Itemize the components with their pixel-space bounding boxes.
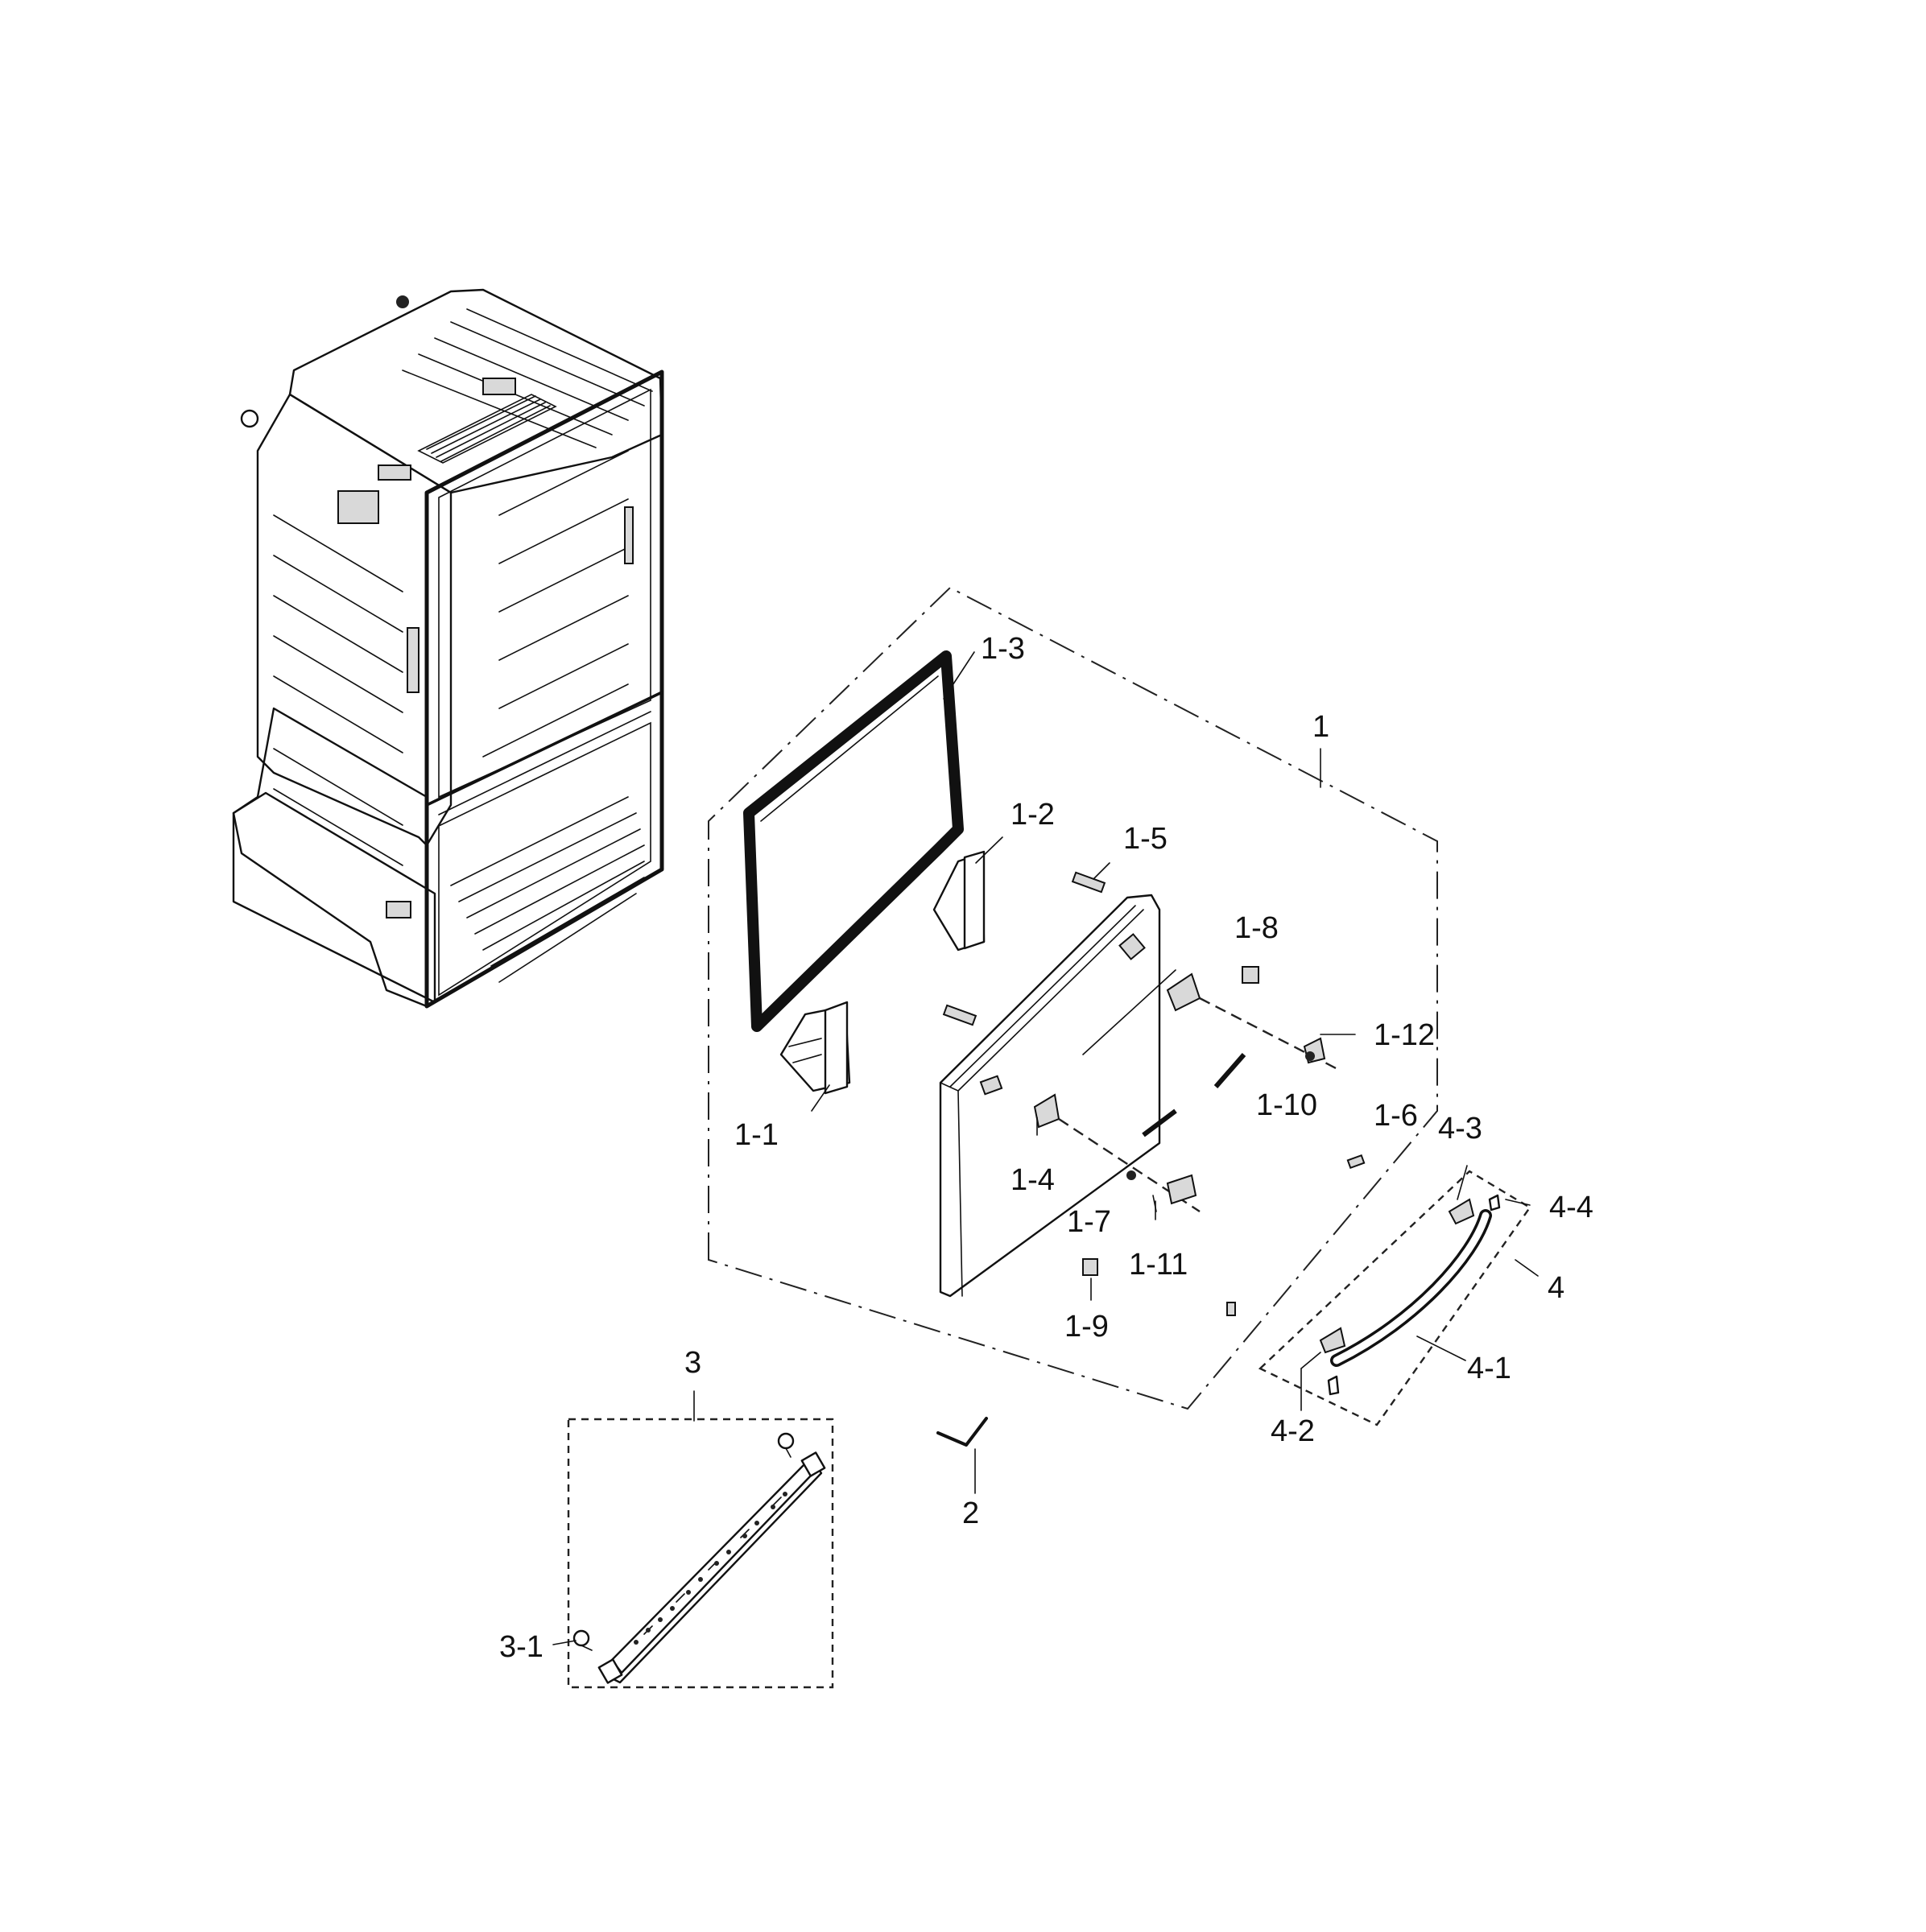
label-1: 1 — [1312, 710, 1329, 744]
spring-1-10 — [1213, 1053, 1246, 1088]
screw-1-5 — [1071, 871, 1106, 894]
label-3-1: 3-1 — [499, 1630, 543, 1664]
label-1-4: 1-4 — [1011, 1163, 1055, 1197]
label-1-12: 1-12 — [1374, 1018, 1435, 1052]
clip-2 — [936, 1417, 988, 1447]
label-1-6: 1-6 — [1374, 1099, 1418, 1133]
screw-upper-left — [942, 1004, 977, 1026]
cap-4-4 — [1488, 1194, 1501, 1212]
label-4-1: 4-1 — [1467, 1352, 1511, 1385]
cap-4-3 — [1448, 1198, 1475, 1225]
hinge-bracket-1-2 — [932, 850, 986, 952]
label-1-1: 1-1 — [734, 1118, 779, 1152]
callout-labels: 1 1-3 1-2 1-5 1-8 1-12 1-10 1-6 1-1 1-4 … — [499, 632, 1593, 1664]
label-1-5: 1-5 — [1123, 822, 1168, 856]
hinge-1-11 — [1152, 1174, 1197, 1212]
assembly-3-boundary — [567, 1418, 834, 1689]
label-1-8: 1-8 — [1234, 911, 1279, 945]
screw-1-6 — [1226, 1154, 1366, 1316]
refrigerator-cabinet — [232, 288, 664, 1009]
rod-1-7 — [1142, 1108, 1177, 1137]
door-panel — [939, 894, 1176, 1298]
hinge-plate-upper — [1166, 972, 1201, 1012]
label-4-4: 4-4 — [1549, 1191, 1593, 1224]
label-1-7: 1-7 — [1067, 1205, 1111, 1239]
washer-1-7 — [1126, 1170, 1136, 1180]
label-4-3: 4-3 — [1438, 1112, 1482, 1146]
label-3: 3 — [684, 1346, 701, 1380]
label-4-2: 4-2 — [1271, 1414, 1315, 1448]
hinge-bracket-1-1 — [779, 1001, 851, 1095]
cam-1-9 — [1082, 1258, 1098, 1276]
label-2: 2 — [962, 1496, 979, 1530]
label-1-3: 1-3 — [981, 632, 1025, 666]
cap-4-2 — [1319, 1327, 1346, 1396]
label-1-10: 1-10 — [1256, 1088, 1317, 1122]
screw-3-1 — [572, 1432, 795, 1651]
handle-4-1 — [1330, 1209, 1492, 1367]
label-1-2: 1-2 — [1011, 798, 1055, 832]
label-1-9: 1-9 — [1064, 1310, 1109, 1344]
label-1-11: 1-11 — [1129, 1248, 1188, 1282]
gasket-1-3 — [743, 650, 964, 1032]
cam-1-8 — [1242, 966, 1259, 984]
bracket-3 — [597, 1451, 826, 1684]
leader-lines — [552, 651, 1539, 1645]
label-4: 4 — [1548, 1271, 1564, 1305]
assembly-1-boundary — [708, 586, 1438, 1410]
stopper-1-12 — [1303, 1037, 1326, 1064]
